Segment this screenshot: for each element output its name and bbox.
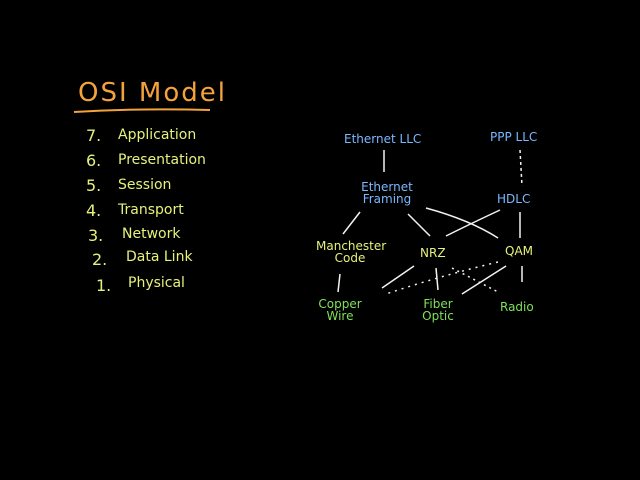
line-hdlc-nrz	[445, 209, 501, 237]
layer-number: 3.	[88, 226, 104, 245]
node-ppp-llc: PPP LLC	[490, 130, 538, 144]
title-underline	[73, 108, 211, 113]
node-nrz: NRZ	[420, 246, 446, 260]
layer-number: 2.	[92, 250, 108, 269]
node-fiber-optic: Fiber Optic	[422, 297, 454, 323]
line-manchester-copper	[337, 273, 341, 293]
line-nrz-fiber	[435, 267, 439, 291]
layer-name: Session	[118, 177, 172, 193]
page-title: OSI Model	[78, 78, 227, 108]
line-nrz-copper	[381, 265, 415, 289]
layer-name: Network	[122, 226, 181, 242]
node-hdlc: HDLC	[497, 192, 531, 206]
layer-name: Physical	[128, 275, 185, 291]
node-radio: Radio	[500, 300, 534, 314]
line-ethframing-manchester	[342, 211, 361, 235]
line-ethframing-qam	[425, 207, 499, 239]
line-nrz-radio	[451, 267, 499, 293]
layer-number: 1.	[96, 276, 112, 295]
node-ethernet-framing: Ethernet Framing	[361, 180, 413, 206]
line-pppllc-hdlc	[519, 149, 523, 187]
line-ethframing-nrz	[407, 213, 431, 237]
layer-name: Transport	[118, 202, 184, 218]
layer-number: 7.	[86, 126, 102, 145]
line-qam-copper	[385, 261, 499, 295]
layer-number: 6.	[86, 151, 102, 170]
layer-name: Presentation	[118, 152, 206, 168]
node-qam: QAM	[505, 244, 534, 258]
layer-name: Application	[118, 127, 197, 143]
line-qam-fiber	[461, 265, 507, 295]
layer-number: 4.	[86, 201, 102, 220]
layer-number: 5.	[86, 176, 102, 195]
node-ethernet-llc: Ethernet LLC	[344, 132, 422, 146]
node-manchester-code: Manchester Code	[316, 239, 387, 265]
layer-name: Data Link	[126, 249, 193, 265]
node-copper-wire: Copper Wire	[318, 297, 362, 323]
